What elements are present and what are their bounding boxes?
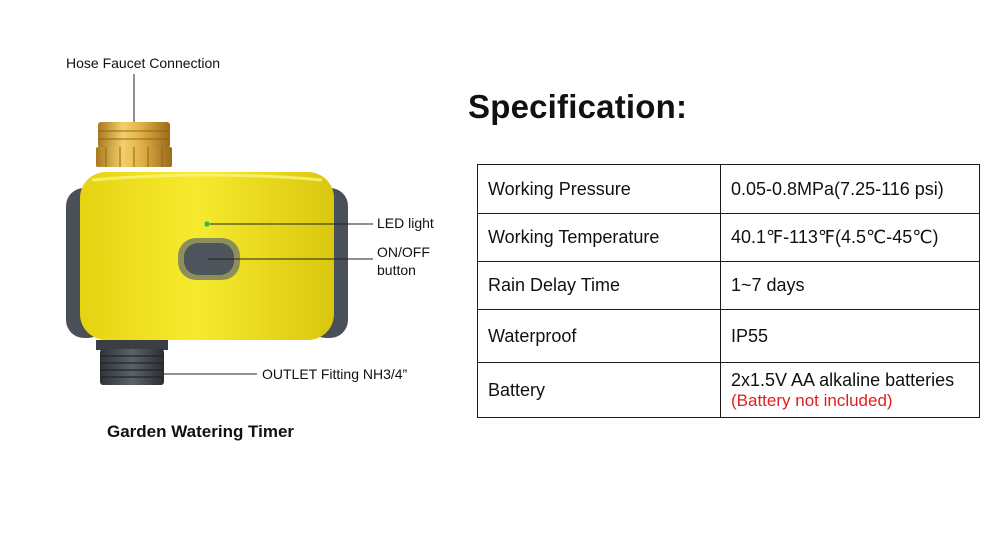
spec-key: Battery (477, 362, 721, 418)
outlet-fitting (96, 340, 168, 385)
onoff-label-line2: button (377, 262, 416, 278)
spec-value: IP55 (720, 309, 980, 363)
spec-key: Rain Delay Time (477, 261, 721, 310)
spec-value: 0.05-0.8MPa(7.25-116 psi) (720, 164, 980, 214)
product-caption: Garden Watering Timer (107, 422, 295, 441)
spec-row: Working Temperature 40.1℉-113℉(4.5℃-45℃) (477, 213, 980, 262)
garden-timer-illustration (66, 74, 373, 385)
spec-table: Working Pressure 0.05-0.8MPa(7.25-116 ps… (477, 164, 980, 418)
spec-row: Rain Delay Time 1~7 days (477, 261, 980, 310)
spec-row: Working Pressure 0.05-0.8MPa(7.25-116 ps… (477, 164, 980, 214)
spec-value: 2x1.5V AA alkaline batteries (Battery no… (720, 362, 980, 418)
spec-row: Waterproof IP55 (477, 309, 980, 363)
onoff-button-label: ON/OFF button (377, 243, 430, 279)
spec-value: 1~7 days (720, 261, 980, 310)
hose-faucet-connector (96, 122, 172, 167)
led-light-label: LED light (377, 215, 434, 231)
hose-faucet-label: Hose Faucet Connection (66, 55, 221, 71)
spec-value-main: 2x1.5V AA alkaline batteries (731, 369, 955, 390)
spec-value: 40.1℉-113℉(4.5℃-45℃) (720, 213, 980, 262)
spec-key: Working Temperature (477, 213, 721, 262)
spec-key: Working Pressure (477, 164, 721, 214)
outlet-fitting-label: OUTLET Fitting NH3/4” (262, 366, 408, 382)
spec-title: Specification: (468, 88, 688, 125)
onoff-label-line1: ON/OFF (377, 244, 430, 260)
spec-row: Battery 2x1.5V AA alkaline batteries (Ba… (477, 362, 980, 418)
led-light (204, 221, 210, 227)
spec-value-note: (Battery not included) (731, 390, 893, 410)
spec-key: Waterproof (477, 309, 721, 363)
